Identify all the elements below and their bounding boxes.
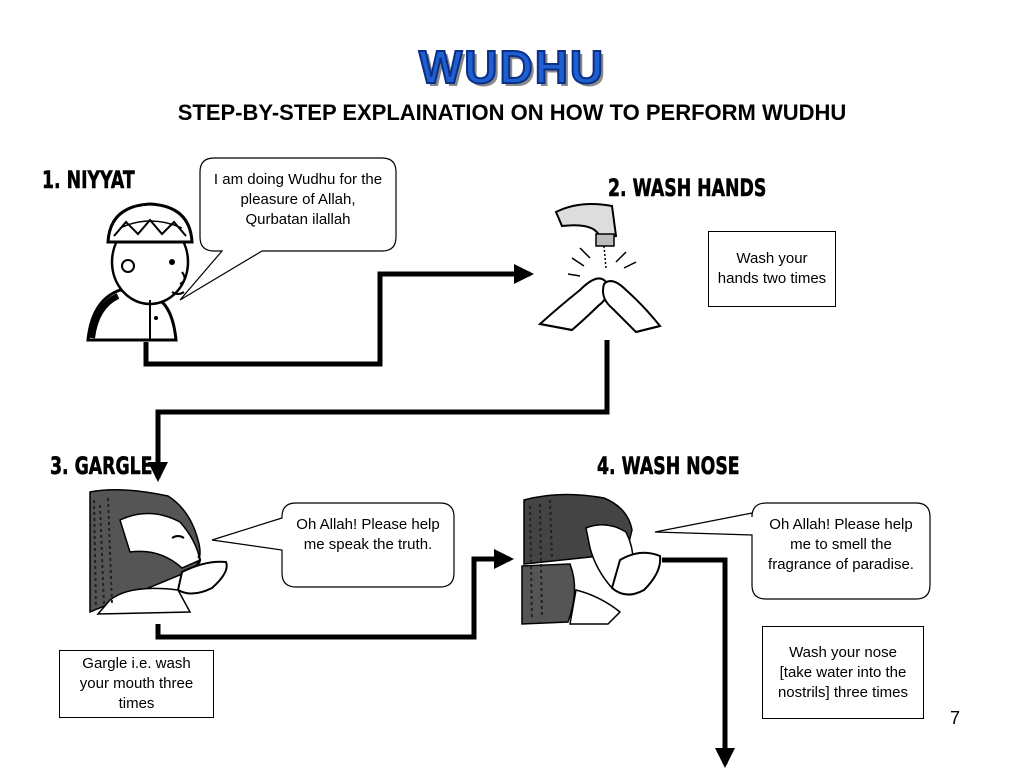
gargling-person-illustration [89,489,228,615]
step3-bubble-text: Oh Allah! Please help me speak the truth… [296,516,440,553]
boy-with-cap-illustration [86,202,194,342]
tap-and-hands-illustration [537,203,662,334]
connector-step4-to-next [662,557,735,768]
washing-nose-person-illustration [521,493,662,625]
step3-instruction-box: Gargle i.e. wash your mouth three times [59,650,214,718]
connector-step1-to-step2 [143,264,534,367]
speech-bubble-step1 [179,157,397,301]
step4-heading: 4. WASH NOSE [597,452,740,481]
step2-instruction-box: Wash your hands two times [708,231,836,307]
page-number: 7 [950,708,961,728]
page-title: WUDHU [418,40,606,94]
speech-bubble-step4 [654,502,931,600]
step4-instruction-box: Wash your nose [take water into the nost… [762,626,924,719]
connector-step2-to-step3 [148,340,610,482]
step3-heading: 3. GARGLE [50,452,153,481]
step2-heading: 2. WASH HANDS [608,174,767,203]
step1-heading: 1. NIYYAT [42,166,135,195]
connector-step3-to-step4 [155,549,514,640]
step4-bubble-text: Oh Allah! Please help me to smell the fr… [768,516,914,573]
step1-bubble-text: I am doing Wudhu for the pleasure of All… [213,171,383,228]
speech-bubble-step3 [211,502,455,588]
page-subtitle: STEP-BY-STEP EXPLAINATION ON HOW TO PERF… [177,100,847,125]
